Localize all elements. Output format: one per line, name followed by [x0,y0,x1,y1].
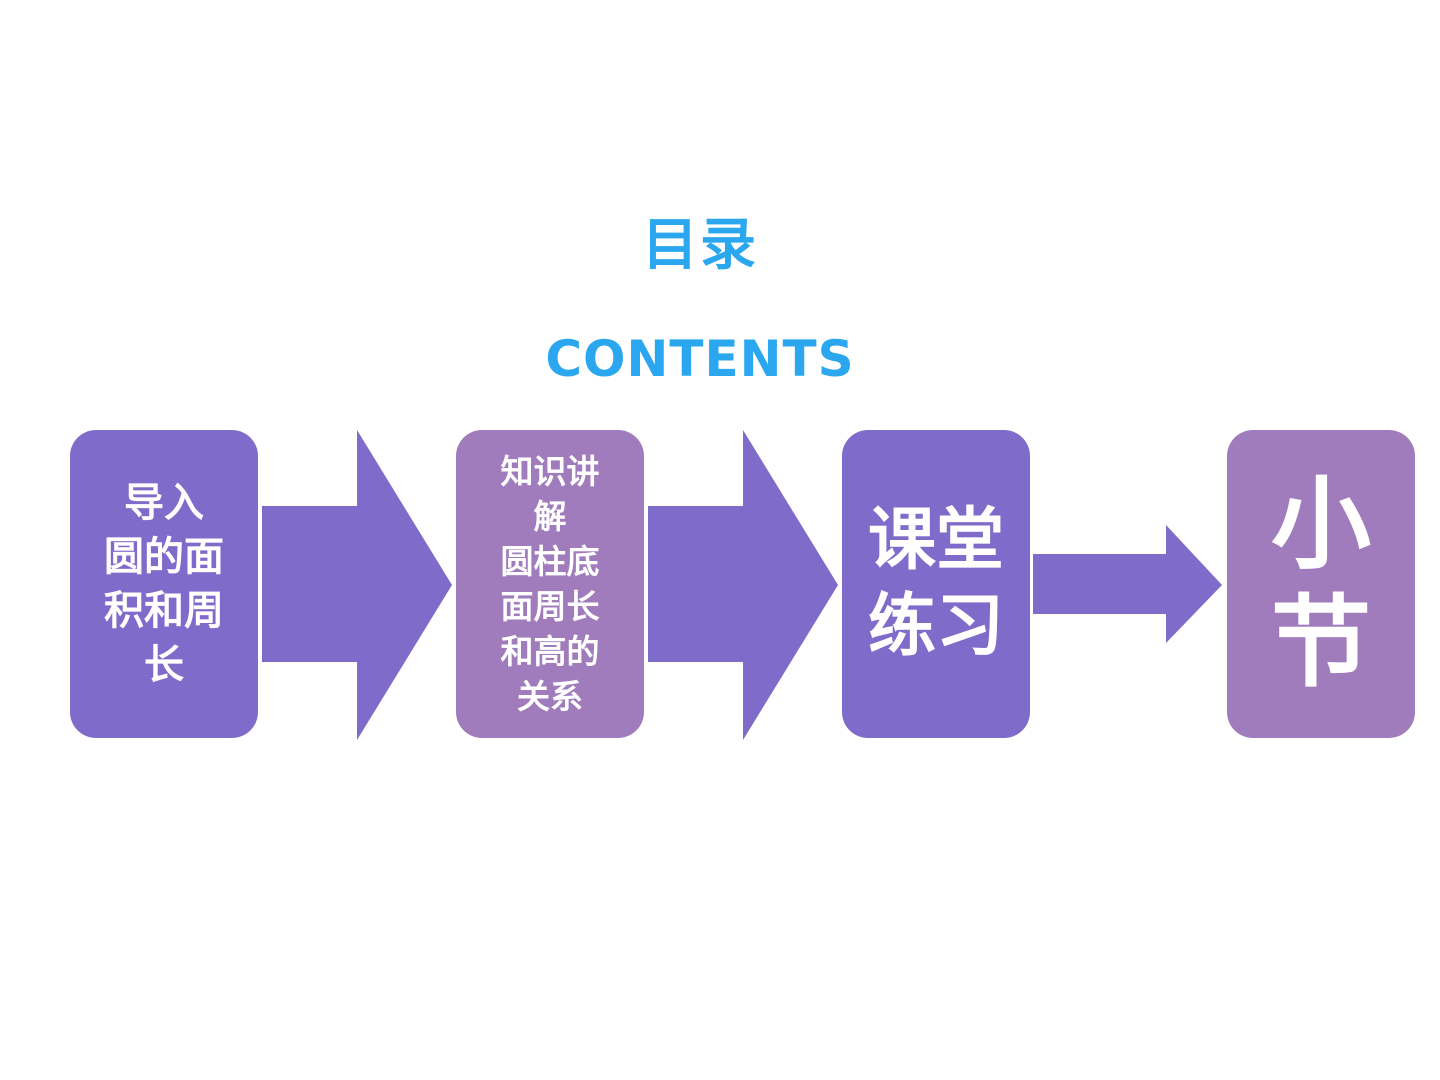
arrow-2 [648,430,838,740]
step-box-practice[interactable]: 课堂 练习 [842,430,1030,738]
step-box-summary[interactable]: 小 节 [1227,430,1415,738]
step-box-knowledge[interactable]: 知识讲 解 圆柱底 面周长 和高的 关系 [456,430,644,738]
page-title: 目录 [642,213,758,278]
arrow-1 [262,430,452,740]
step-box-intro[interactable]: 导入 圆的面 积和周 长 [70,430,258,738]
page-subtitle: CONTENTS [545,330,855,388]
arrow-3 [1033,525,1222,643]
